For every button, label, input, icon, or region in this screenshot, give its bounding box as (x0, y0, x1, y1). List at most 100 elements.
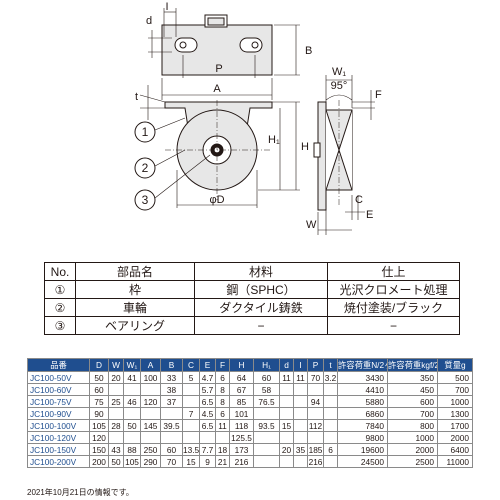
label-E: E (366, 209, 373, 221)
spec-cell: 150 (89, 443, 109, 456)
spec-cell: 15 (182, 455, 200, 468)
spec-header-cell: 品番 (27, 358, 90, 372)
spec-cell (199, 431, 216, 444)
spec-cell (323, 419, 338, 432)
spec-cell: 6 (323, 443, 338, 456)
callout-2-label: 2 (142, 161, 149, 175)
callout-2 (134, 157, 156, 179)
spec-cell (182, 383, 200, 396)
spec-cell: 105 (123, 455, 141, 468)
spec-cell: 46 (123, 395, 141, 408)
parts-cell-name: 枠 (75, 280, 195, 299)
spec-cell: 7.7 (199, 443, 216, 456)
spec-cell: 250 (140, 443, 161, 456)
spec-cell: 7840 (337, 419, 388, 432)
spec-cell: 60 (160, 443, 183, 456)
spec-header-cell: F (215, 358, 230, 372)
label-A: A (213, 83, 221, 95)
spec-cell: 6860 (337, 407, 388, 420)
spec-cell: 37 (160, 395, 183, 408)
spec-header-cell: P (307, 358, 324, 372)
spec-cell: 600 (387, 395, 438, 408)
label-angle: 95° (331, 80, 348, 92)
parts-cell-finish: 光沢クロメート処理 (327, 280, 460, 299)
label-W: W (306, 219, 317, 231)
spec-cell: 118 (229, 419, 254, 432)
parts-header-no: No. (44, 262, 76, 281)
spec-cell: 58 (253, 383, 280, 396)
label-P: P (215, 63, 222, 75)
label-B: B (305, 45, 312, 57)
spec-cell-model: JC100-200V (27, 455, 90, 468)
spec-cell: 43 (108, 443, 124, 456)
callout-3 (134, 189, 156, 211)
spec-header-cell: H (229, 358, 254, 372)
spec-cell: 120 (89, 431, 109, 444)
spec-cell: 28 (108, 419, 124, 432)
spec-cell (293, 431, 308, 444)
spec-cell: 1700 (437, 419, 473, 432)
spec-cell (279, 455, 294, 468)
spec-cell: 25 (108, 395, 124, 408)
parts-row: ② 車輪 ダクタイル鋳鉄 焼付塗装/ブラック (44, 298, 460, 317)
spec-cell: 8 (215, 395, 230, 408)
label-H: H (301, 141, 309, 153)
spec-cell: 94 (307, 395, 324, 408)
spec-cell: 500 (437, 371, 473, 384)
date-note: 2021年10月21日の情報です。 (27, 488, 134, 497)
spec-cell-model: JC100-100V (27, 419, 90, 432)
spec-cell: 112 (307, 419, 324, 432)
spec-cell: 39.5 (160, 419, 183, 432)
parts-cell-no: ② (44, 298, 76, 317)
spec-cell (253, 443, 280, 456)
spec-cell: 11 (215, 419, 230, 432)
parts-cell-material: − (194, 316, 328, 335)
spec-cell: 3430 (337, 371, 388, 384)
spec-cell: 1000 (437, 395, 473, 408)
spec-cell (123, 431, 141, 444)
spec-cell: 700 (387, 407, 438, 420)
callout-3-label: 3 (142, 193, 149, 207)
spec-header-cell: I (293, 358, 308, 372)
spec-cell: 8 (215, 383, 230, 396)
spec-cell: 50 (123, 419, 141, 432)
spec-cell-model: JC100-90V (27, 407, 90, 420)
parts-cell-finish: 焼付塗装/ブラック (327, 298, 460, 317)
spec-cell: 75 (89, 395, 109, 408)
spec-cell: 90 (89, 407, 109, 420)
spec-cell: 7 (182, 407, 200, 420)
spec-cell: 11000 (437, 455, 473, 468)
parts-cell-material: 鋼（SPHC） (194, 280, 328, 299)
spec-cell-model: JC100-60V (27, 383, 90, 396)
spec-cell: 4.5 (199, 407, 216, 420)
spec-cell: 120 (140, 395, 161, 408)
spec-cell-model: JC100-75V (27, 395, 90, 408)
spec-cell: 20 (279, 443, 294, 456)
spec-cell-model: JC100-150V (27, 443, 90, 456)
spec-cell (307, 431, 324, 444)
spec-cell: 76.5 (253, 395, 280, 408)
spec-header-cell: 許容荷重N/2ヶ (337, 358, 388, 372)
parts-cell-no: ① (44, 280, 76, 299)
spec-cell (253, 455, 280, 468)
spec-cell (293, 395, 308, 408)
spec-cell: 173 (229, 443, 254, 456)
spec-cell: 50 (108, 455, 124, 468)
spec-header-cell: t (323, 358, 338, 372)
product-dimension-drawing: I d B P A t H₁ H φD W₁ 95° F C E W 1 2 3 (134, 1, 382, 235)
spec-cell (323, 407, 338, 420)
spec-header-cell: 許容荷重kgf/2ヶ (387, 358, 438, 372)
parts-header-row: No. 部品名 材料 仕上 (44, 262, 460, 281)
spec-cell (108, 383, 124, 396)
label-H1: H₁ (268, 134, 280, 146)
spec-cell: 2000 (437, 431, 473, 444)
label-W1: W₁ (332, 66, 346, 78)
parts-row: ③ ベアリング − − (44, 316, 460, 335)
spec-cell (293, 419, 308, 432)
spec-cell: 350 (387, 371, 438, 384)
spec-cell: 20 (108, 371, 124, 384)
